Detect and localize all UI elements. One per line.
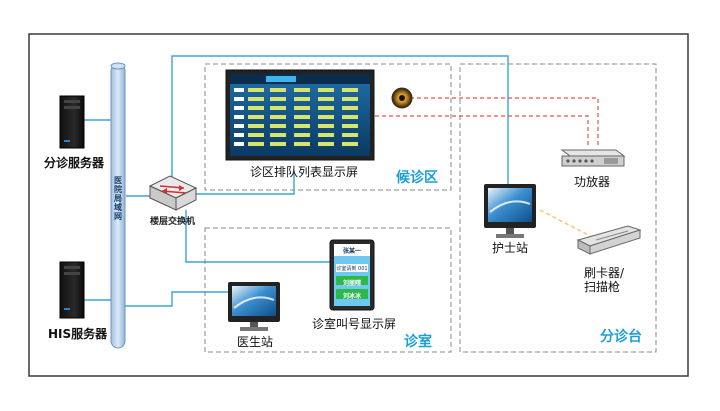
consult-room-zone [204,227,452,353]
screen-card-btn-top: 刘丽晴 [342,280,361,287]
switch-label: 楼层交换机 [150,217,196,227]
amplifier-label: 功放器 [574,175,611,189]
lan-backbone-label: 医院局域网 [114,176,122,221]
card-reader-label: 刷卡器/ 扫描枪 [584,266,625,294]
queue-display-label: 诊区排队列表显示屏 [250,165,359,179]
waiting-area-zone [204,63,452,191]
card-reader-icon [576,225,642,255]
room-call-display-label: 诊室叫号显示屏 [312,317,397,331]
card-reader-link [539,209,595,239]
triage-server-icon [59,95,85,149]
doctor-station-monitor-icon [228,282,280,331]
amplifier-icon [560,149,626,167]
screen-card-name: 张某一 [342,248,361,255]
waiting-area-label: 候诊区 [396,170,438,186]
triage-desk-zone [459,63,657,353]
his-server-icon [59,261,85,319]
triage-server-label: 分诊服务器 [44,156,105,170]
switch-icon [148,175,198,211]
room-call-display-icon [329,239,375,311]
screen-card-btn-bottom: 刘冰冰 [342,293,361,300]
network-links [84,55,509,307]
triage-desk-label: 分诊台 [600,329,642,345]
screen-card-room: 诊室请到 001 [336,266,368,272]
doctor-station-label: 医生站 [237,335,274,349]
lan-backbone [110,62,126,349]
speaker-icon [391,87,413,109]
nurse-station-label: 护士站 [492,241,529,255]
consult-room-label: 诊室 [404,334,432,350]
queue-display-icon [225,69,375,161]
audio-links [368,97,599,146]
his-server-label: HIS服务器 [48,327,108,341]
nurse-station-monitor-icon [484,184,536,238]
